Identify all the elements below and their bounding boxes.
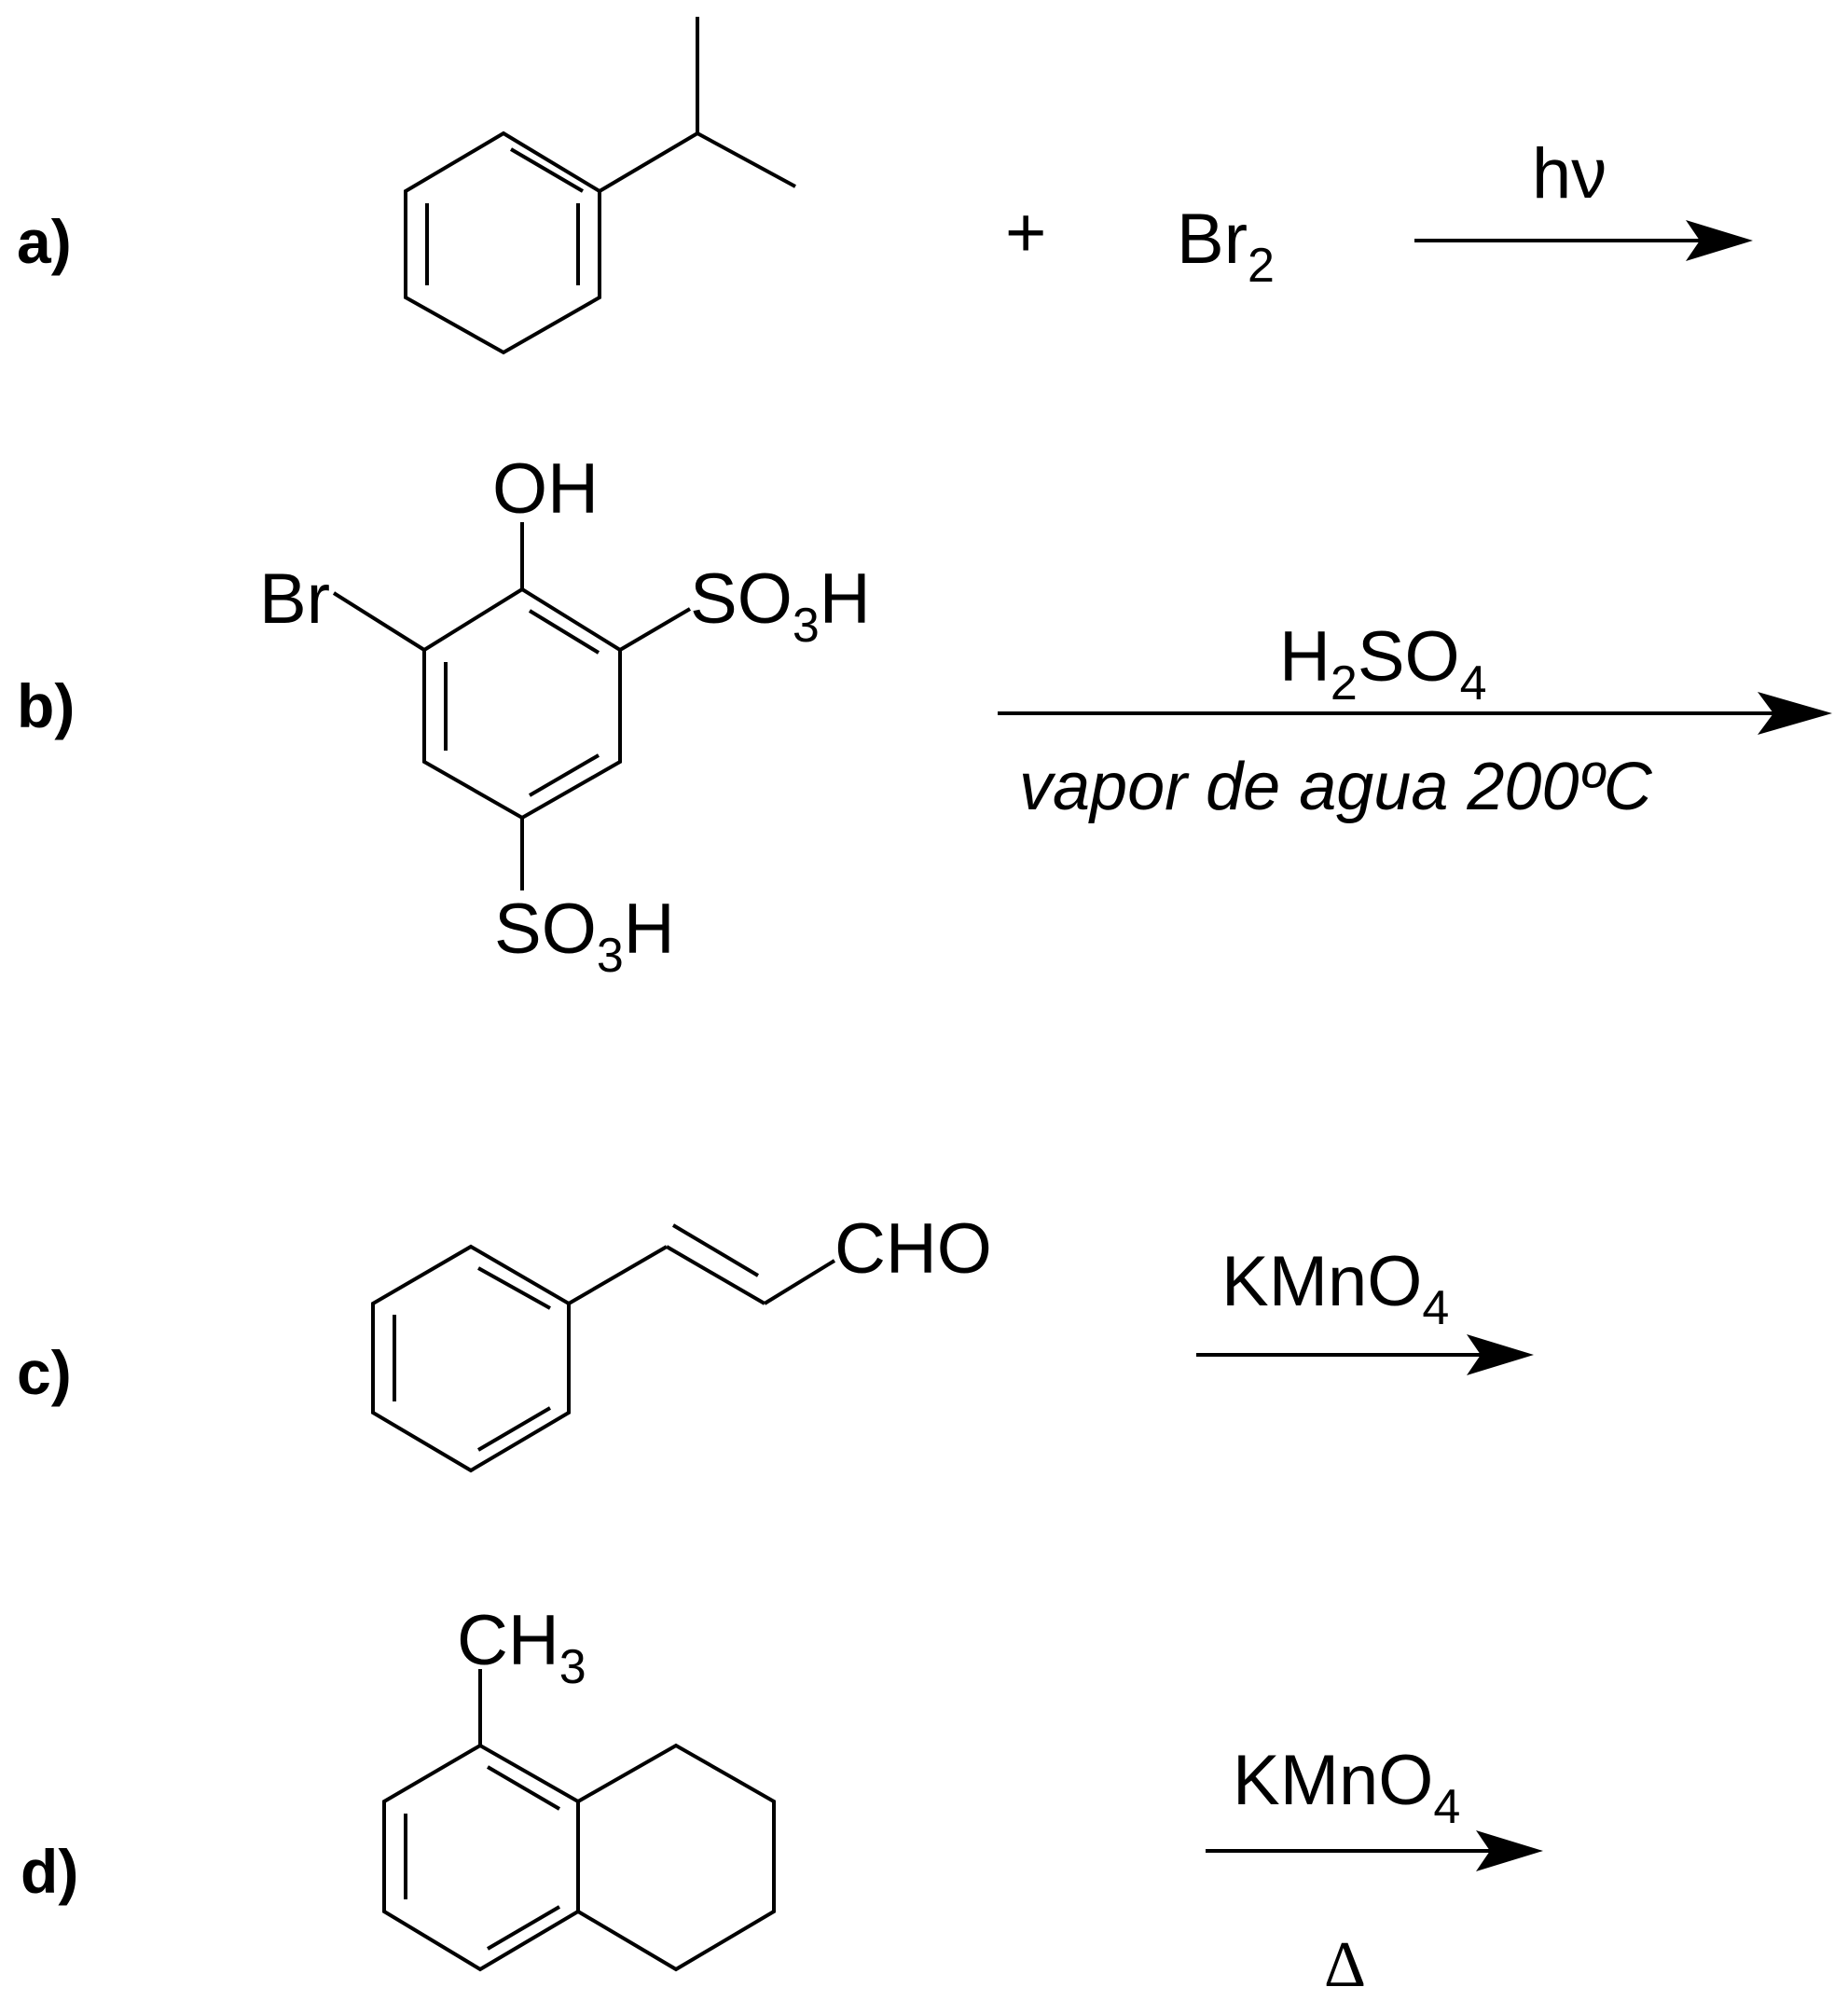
cumene-structure: [404, 17, 796, 355]
reaction-arrow: [1206, 1830, 1543, 1871]
bromophenol-disulfonic-acid-structure: [332, 522, 692, 890]
atoms: H: [624, 890, 675, 969]
benzene-ring: [371, 1244, 571, 1473]
subscript: 3: [793, 599, 820, 653]
arrow-head: [1476, 1830, 1543, 1871]
subscript: 3: [559, 1640, 586, 1694]
sulfonic-acid-label: SO3H: [690, 559, 871, 653]
condition-steam: vapor de agua 200ºC: [1019, 750, 1653, 824]
reaction-arrow: [1196, 1334, 1534, 1375]
subscript: 4: [1422, 1281, 1449, 1335]
hydroxyl-label: OH: [492, 449, 599, 529]
reagent-symbol: Br: [1177, 200, 1248, 279]
subscript: 2: [1331, 656, 1358, 711]
bond: [567, 1245, 669, 1305]
arrow-head: [1758, 692, 1832, 735]
reaction-b: b) OH Br SO3H SO3H H2SO4 vapor de agua 2…: [17, 449, 1832, 983]
ring-double-bond: [477, 1266, 551, 1310]
reaction-arrow: [1414, 220, 1753, 261]
alkene-bond: [665, 1245, 766, 1305]
ring-double-bond: [509, 147, 585, 193]
ring-double-bond: [528, 609, 600, 655]
reaction-arrow: [998, 692, 1832, 735]
benzene-ring: [404, 131, 601, 355]
ring-double-bond: [486, 1905, 561, 1951]
condition-light: hν: [1532, 134, 1607, 214]
ring-double-bond: [486, 1765, 561, 1811]
item-label-a: a): [17, 207, 72, 276]
plus-sign: +: [1005, 193, 1046, 272]
atoms: SO: [494, 890, 597, 969]
reaction-a: a) + Br2 hν: [17, 17, 1753, 355]
reaction-d: d) CH3 KMnO4 Δ: [21, 1601, 1543, 2001]
reaction-c: c) CHO KMnO4: [17, 1209, 1534, 1473]
so3h-bond: [618, 607, 692, 652]
bromine-reagent: Br2: [1177, 200, 1275, 293]
cinnamaldehyde-structure: [371, 1223, 836, 1473]
br-bond: [332, 591, 426, 652]
benzene-ring: [422, 586, 622, 821]
atoms: KMnO: [1233, 1741, 1433, 1820]
item-label-b: b): [17, 671, 75, 740]
atoms: H: [1279, 617, 1331, 697]
methyltetralin-structure: [382, 1669, 776, 1972]
sulfonic-acid-label: SO3H: [494, 890, 675, 983]
ring-double-bond: [476, 1406, 552, 1452]
methyl-bond: [696, 131, 796, 188]
atoms: SO: [1358, 617, 1460, 697]
subscript: 3: [597, 929, 624, 983]
atoms: SO: [690, 559, 793, 639]
saturated-ring: [576, 1743, 776, 1972]
subscript: 4: [1433, 1780, 1460, 1834]
bond: [598, 131, 699, 193]
reagent-sulfuric-acid: H2SO4: [1279, 617, 1487, 711]
item-label-c: c): [17, 1338, 72, 1407]
bromine-label: Br: [259, 559, 330, 639]
atoms: KMnO: [1221, 1242, 1422, 1321]
methyl-label: CH3: [457, 1601, 586, 1694]
alkene-double-bond: [671, 1223, 760, 1277]
condition-heat: Δ: [1324, 1929, 1366, 2001]
subscript: 2: [1248, 239, 1275, 293]
atoms: CH: [457, 1601, 559, 1680]
reagent-permanganate: KMnO4: [1233, 1741, 1460, 1834]
aromatic-ring: [382, 1743, 580, 1972]
reagent-permanganate: KMnO4: [1221, 1242, 1449, 1335]
item-label-d: d): [21, 1837, 78, 1906]
subscript: 4: [1460, 656, 1487, 711]
arrow-head: [1467, 1334, 1534, 1375]
arrow-head: [1686, 220, 1753, 261]
aldehyde-bond: [763, 1259, 836, 1305]
atoms: H: [820, 559, 871, 639]
aldehyde-label: CHO: [834, 1209, 992, 1289]
ring-double-bond: [528, 753, 600, 797]
